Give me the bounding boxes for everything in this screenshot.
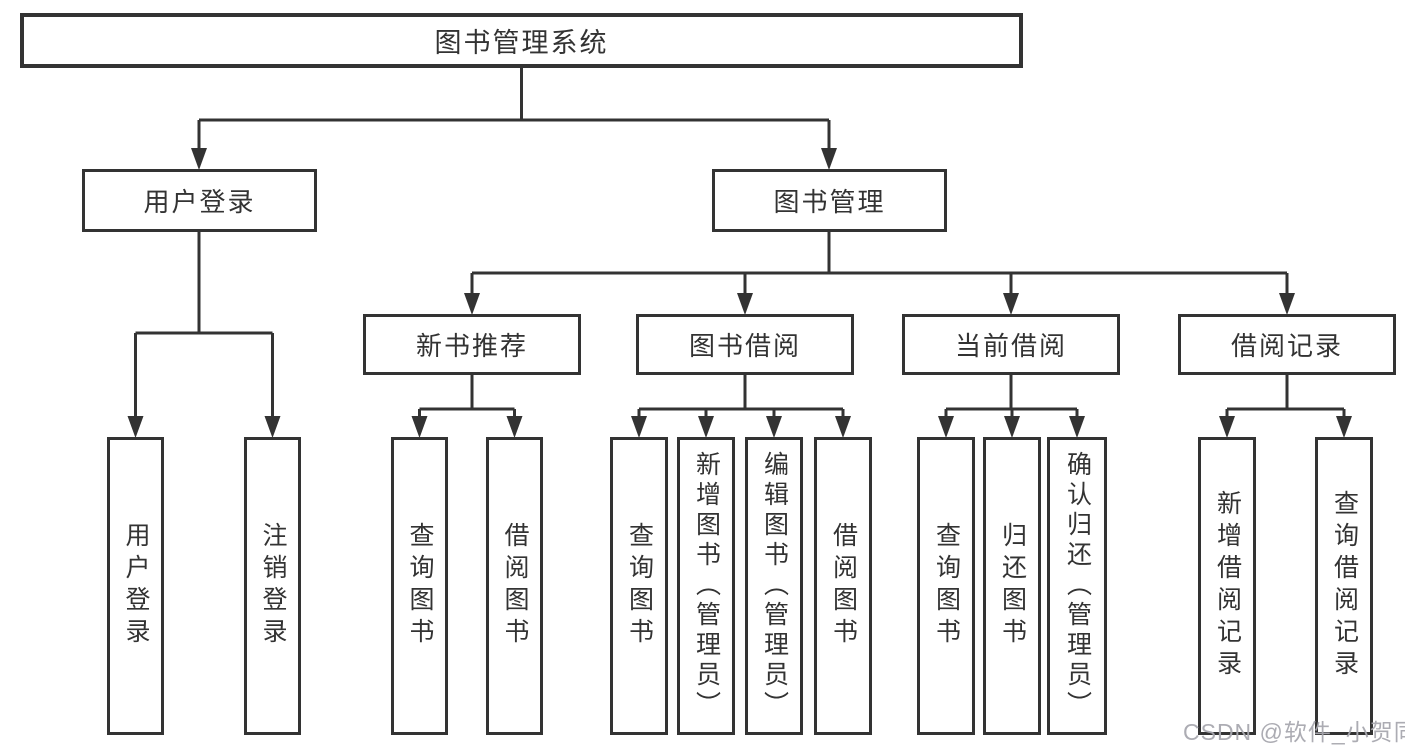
leaf-edit-books-admin: 编辑图书（管理员）: [745, 437, 803, 735]
leaf-return-books: 归还图书: [983, 437, 1041, 735]
connector-user-login-to-leaves: [127, 232, 281, 438]
csdn-watermark: CSDN @软件_小贺同学: [1183, 719, 1405, 745]
leaf-add-books-admin: 新增图书（管理员）: [677, 437, 735, 735]
leaf-logout: 注销登录: [244, 437, 301, 735]
node-current-borrowing: 当前借阅: [902, 314, 1120, 375]
leaf-borrow-books-recommend: 借阅图书: [486, 437, 543, 735]
leaf-confirm-return-admin: 确认归还（管理员）: [1047, 437, 1107, 735]
connector-current-borrow-to-leaves: [938, 375, 1085, 438]
leaf-query-books-current: 查询图书: [917, 437, 975, 735]
connector-book-borrow-to-leaves: [631, 375, 851, 438]
node-borrowing-records: 借阅记录: [1178, 314, 1396, 375]
connector-book-mgmt-to-level3: [464, 232, 1295, 315]
leaf-borrow-books-borrowing: 借阅图书: [814, 437, 872, 735]
leaf-user-login: 用户登录: [107, 437, 164, 735]
leaf-query-books-recommend: 查询图书: [391, 437, 448, 735]
node-new-book-recommend: 新书推荐: [363, 314, 581, 375]
node-book-borrowing: 图书借阅: [636, 314, 854, 375]
leaf-query-borrow-record: 查询借阅记录: [1315, 437, 1373, 735]
connector-borrow-record-to-leaves: [1219, 375, 1352, 438]
leaf-query-books-borrowing: 查询图书: [610, 437, 668, 735]
connector-new-book-rec-to-leaves: [411, 375, 523, 438]
node-library-system: 图书管理系统: [20, 13, 1023, 68]
node-book-management: 图书管理: [712, 169, 947, 232]
leaf-add-borrow-record: 新增借阅记录: [1198, 437, 1256, 735]
node-user-login: 用户登录: [82, 169, 317, 232]
connector-root-to-level2: [191, 68, 837, 170]
